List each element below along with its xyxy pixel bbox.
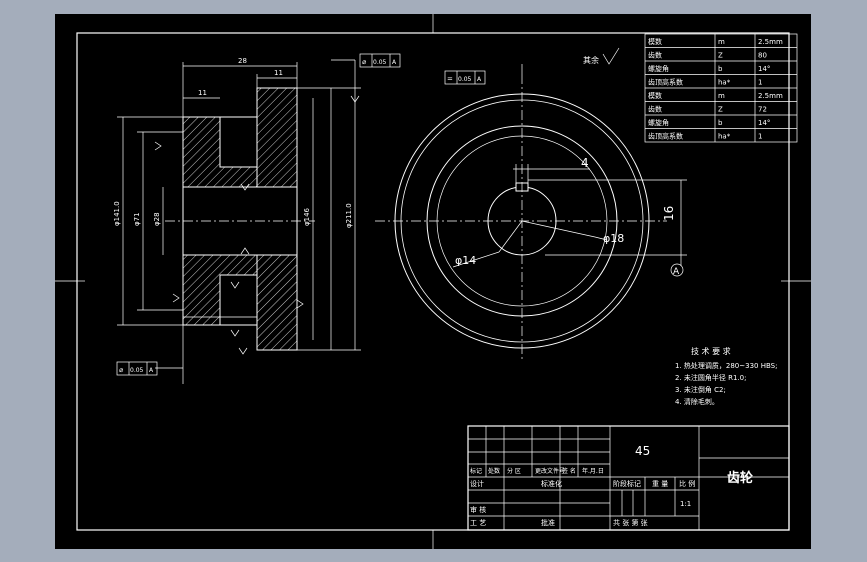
param-cell: 2.5mm [758,38,783,46]
header-cell: 分 区 [507,467,521,475]
front-dimension-labels: 4 16 φ14 φ18 A [455,156,680,277]
scale-value: 1:1 [680,500,691,508]
param-cell: 1 [758,79,762,87]
param-cell: 2.5mm [758,92,783,100]
svg-text:其余: 其余 [583,55,599,65]
material: 45 [635,444,650,458]
param-cell: b [718,119,723,127]
weight-header: 重 量 [652,480,668,488]
param-cell: Z [718,52,723,60]
roughness-note: 其余 [583,47,620,65]
tol-front-ref: A [477,76,482,83]
side-section-view [117,59,361,384]
scale-header: 比 例 [679,479,695,488]
param-cell: 齿数 [648,51,662,60]
dim-right-a: φ146 [303,207,311,226]
gear-parameters-table: 模数 m 2.5mm 齿数 Z 80 螺旋角 b 14° 齿顶高系数 ha* 1 模数 m 2.5mm 齿数 Z… [644,33,798,143]
technical-requirements: 技 术 要 求 1. 热处理调质，280~330 HBS; 2. 未注圆角半径 … [675,346,777,406]
svg-text:⌀: ⌀ [362,58,366,66]
tolerance-frame-side-top: ⌀ 0.05 A [359,53,401,68]
trim-marks [55,14,811,549]
dim-groove: 11 [198,89,207,97]
tech-req-title: 技 术 要 求 [691,346,731,356]
param-cell: 1 [758,133,762,141]
param-cell: 80 [758,52,767,60]
datum-label: A [673,267,680,277]
param-cell: b [718,65,723,73]
tol-bottom-ref: A [149,367,154,374]
param-cell: 模数 [648,37,662,46]
title-block-header-row: 标记处数分 区 更改文件号签 名年.月.日 [470,467,604,475]
header-cell: 处数 [488,467,500,475]
param-cell: ha* [718,133,731,141]
sheet-count: 共 张 第 张 [613,518,648,527]
param-cell: Z [718,106,723,114]
dim-keyway-width: 4 [581,156,589,170]
param-cell: 14° [758,119,770,127]
stage-header: 阶段标记 [613,479,641,488]
dim-right-b: φ211.0 [345,203,353,228]
tol-top-ref: A [392,59,397,66]
tol-bottom-value: 0.05 [130,367,144,374]
title-block: 45 齿轮 标记处数分 区 更改文件号签 名年.月.日 设计 标准化 审 核 工 … [467,425,790,531]
approve-label: 批准 [541,518,555,527]
dim-bore-dia: φ14 [455,254,476,267]
param-cell: 齿顶高系数 [648,78,683,87]
tech-req-item: 2. 未注圆角半径 R1.0; [675,373,746,382]
roughness-marks [154,95,360,355]
dim-left-bore: φ28 [153,212,161,226]
param-cell: 螺旋角 [648,64,669,73]
param-cell: 齿数 [648,105,662,114]
dim-keyway-depth: 16 [662,206,676,221]
param-cell: 模数 [648,91,662,100]
review-label: 审 核 [470,505,486,514]
svg-text:⌀: ⌀ [119,366,123,374]
dim-left-mid: φ71 [133,212,141,226]
param-cell: 齿顶高系数 [648,132,683,141]
tol-front-value: 0.05 [458,76,472,83]
tech-req-item: 4. 清除毛刺。 [675,397,719,406]
front-view [375,64,687,359]
param-cell: 72 [758,106,767,114]
side-dimension-labels: 28 11 11 φ141.0 φ71 φ28 φ146 φ211.0 [113,57,353,228]
param-cell: m [718,92,725,100]
param-cell: ha* [718,79,731,87]
tech-req-item: 3. 未注倒角 C2; [675,385,726,394]
tech-req-item: 1. 热处理调质，280~330 HBS; [675,361,777,370]
drawing-sheet: 28 11 11 φ141.0 φ71 φ28 φ146 φ211.0 ⌀ 0.… [55,14,811,549]
process-label: 工 艺 [470,519,486,527]
param-cell: m [718,38,725,46]
param-cell: 14° [758,65,770,73]
tolerance-frame-front: = 0.05 A [444,70,486,85]
tolerance-frame-side-bottom: ⌀ 0.05 A [116,361,158,376]
design-label: 设计 [470,479,484,488]
dim-width: 28 [238,57,247,65]
tol-top-value: 0.05 [373,59,387,66]
dim-left-outer: φ141.0 [113,201,121,226]
header-cell: 更改文件号 [535,467,565,475]
gear-drawing: 28 11 11 φ141.0 φ71 φ28 φ146 φ211.0 ⌀ 0.… [55,14,811,549]
header-cell: 年.月.日 [582,467,604,475]
standard-label: 标准化 [541,479,562,488]
part-name: 齿轮 [727,470,753,486]
header-cell: 标记 [470,467,482,475]
header-cell: 签 名 [562,467,576,475]
svg-text:=: = [447,75,453,83]
dim-bore-tol: φ18 [603,232,624,245]
dim-hub: 11 [274,69,283,77]
param-cell: 螺旋角 [648,118,669,127]
